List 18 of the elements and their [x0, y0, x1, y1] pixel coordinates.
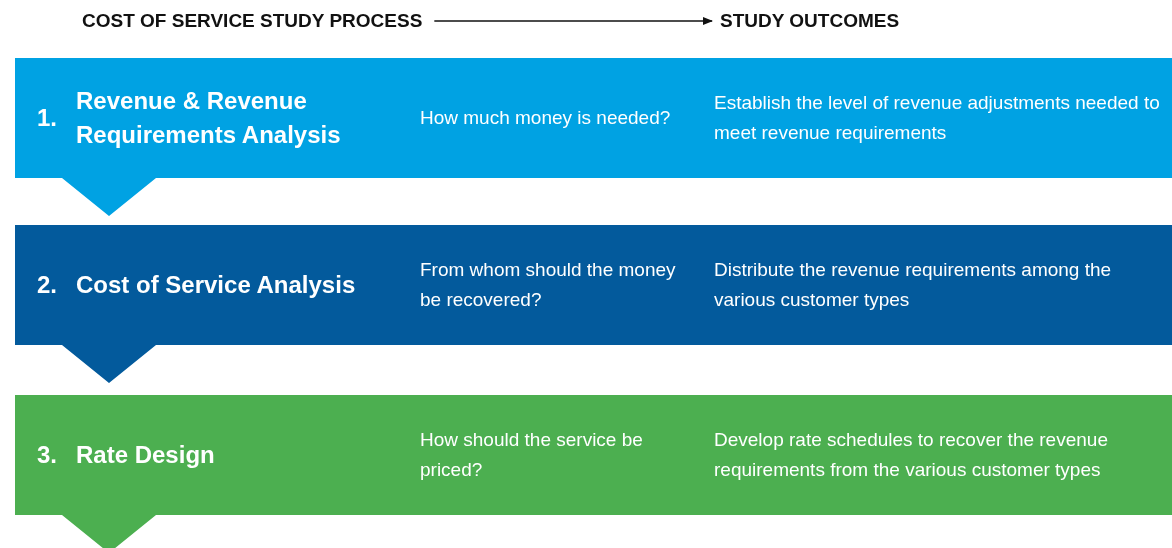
arrow: [433, 17, 713, 25]
outcome-text: Develop rate schedules to recover the revenue requirements from the various customer types: [714, 428, 1109, 482]
step-title: Revenue & Revenue Requirements Analysis: [76, 86, 342, 150]
question-text: How much money is needed?: [420, 106, 671, 130]
outcome-text: Distribute the revenue requirements among the various customer types: [714, 258, 1113, 312]
process-step-band: [15, 58, 1172, 218]
process-step-band: [15, 395, 1172, 548]
question-text: From whom should the money be recovered?: [420, 258, 677, 312]
step-title: Cost of Service Analysis: [76, 270, 356, 300]
step-number: 3.: [37, 441, 57, 469]
question-text: How should the service be priced?: [420, 428, 644, 482]
step-number: 1.: [37, 104, 57, 132]
step-number: 2.: [37, 271, 57, 299]
process-step-band: [15, 225, 1172, 385]
column-heading: COST OF SERVICE STUDY PROCESS: [82, 10, 423, 32]
column-heading: STUDY OUTCOMES: [720, 10, 900, 32]
outcome-text: Establish the level of revenue adjustments needed to meet revenue requirements: [714, 91, 1161, 145]
step-title: Rate Design: [76, 440, 215, 470]
